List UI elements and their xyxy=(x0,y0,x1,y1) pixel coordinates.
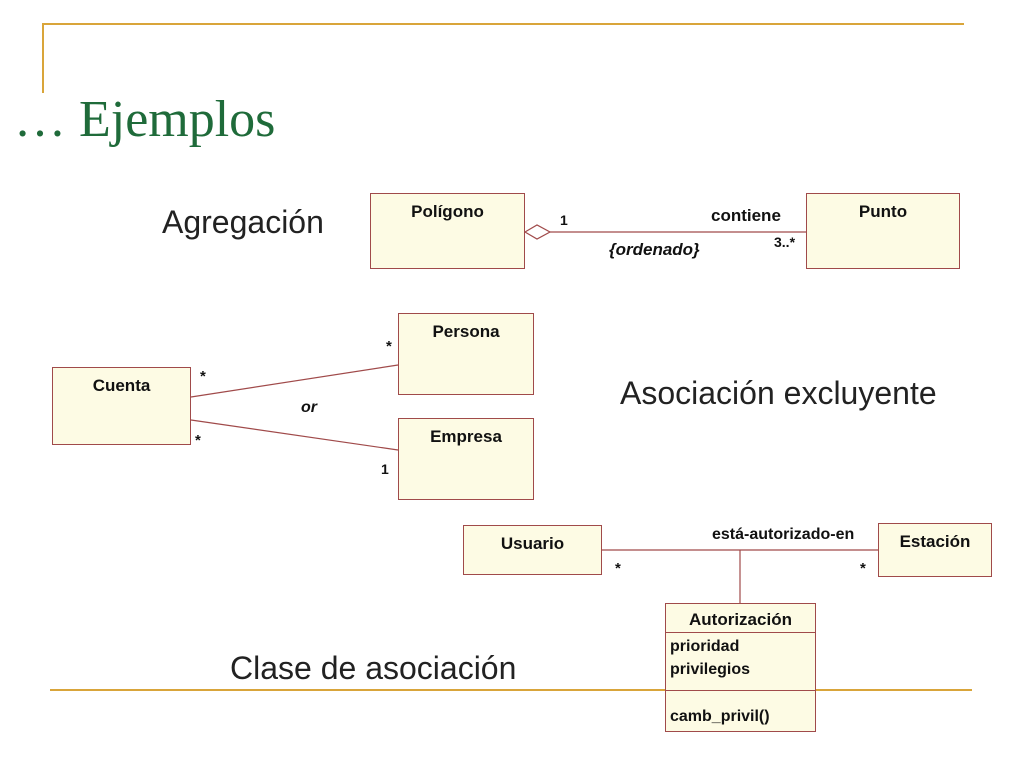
left-decor-line xyxy=(42,23,44,93)
class-box-persona: Persona xyxy=(398,313,534,395)
association-name-autorizado: está-autorizado-en xyxy=(712,526,855,543)
section-label-excluyente: Asociación excluyente xyxy=(620,375,937,411)
class-box-usuario: Usuario xyxy=(463,525,602,575)
aggregation-diamond xyxy=(523,224,552,240)
class-name-poligono: Polígono xyxy=(411,202,484,221)
operation-separator xyxy=(666,690,815,691)
class-box-cuenta: Cuenta xyxy=(52,367,191,445)
multiplicity-poligono: 1 xyxy=(560,212,568,228)
association-name-contiene: contiene xyxy=(711,206,781,225)
attribute-separator xyxy=(666,632,815,633)
class-name-punto: Punto xyxy=(858,202,908,221)
multiplicity-usuario: * xyxy=(615,560,621,577)
attribute-prioridad: prioridad xyxy=(670,638,740,655)
top-decor-line xyxy=(42,23,964,25)
class-name-empresa: Empresa xyxy=(430,427,502,446)
multiplicity-estacion: * xyxy=(860,560,866,577)
multiplicity-cuenta-empresa: * xyxy=(195,432,201,449)
class-name-persona: Persona xyxy=(432,322,500,341)
constraint-or: or xyxy=(301,399,317,416)
constraint-ordenado: {ordenado} xyxy=(609,240,700,259)
association-line-empresa xyxy=(190,419,399,451)
multiplicity-cuenta-persona: * xyxy=(200,368,206,385)
section-label-clase-asociacion: Clase de asociación xyxy=(230,650,517,686)
class-box-estacion: Estación xyxy=(878,523,992,577)
class-name-autorizacion: Autorización xyxy=(689,610,792,629)
class-box-punto: Punto xyxy=(806,193,960,269)
multiplicity-punto: 3..* xyxy=(774,234,796,250)
multiplicity-persona: * xyxy=(386,338,392,355)
class-box-autorizacion: Autorización prioridad privilegios camb_… xyxy=(665,603,816,732)
class-box-empresa: Empresa xyxy=(398,418,534,500)
class-name-usuario: Usuario xyxy=(500,534,565,553)
association-line-persona xyxy=(190,364,399,398)
section-label-agregacion: Agregación xyxy=(162,204,324,240)
class-box-poligono: Polígono xyxy=(370,193,525,269)
class-name-cuenta: Cuenta xyxy=(92,376,151,395)
bottom-decor-line xyxy=(50,689,972,691)
operation-camb-privil: camb_privil() xyxy=(670,708,770,725)
multiplicity-empresa: 1 xyxy=(381,461,389,477)
attribute-privilegios: privilegios xyxy=(670,661,751,678)
class-name-estacion: Estación xyxy=(899,532,971,551)
slide-title: … Ejemplos xyxy=(14,91,276,148)
